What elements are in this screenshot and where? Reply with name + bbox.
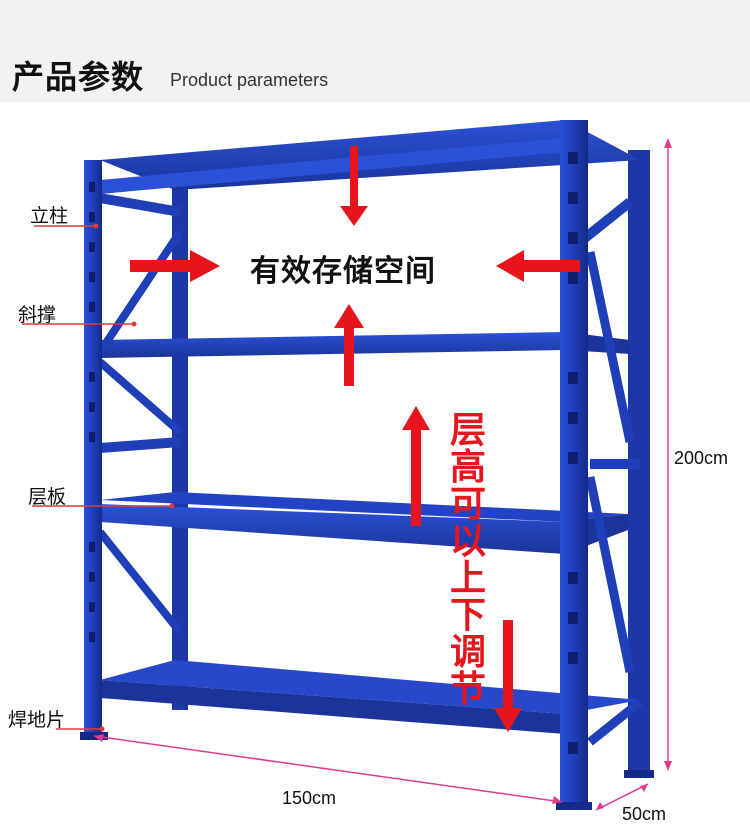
front-right-upright	[560, 120, 588, 810]
arrow-down-adjust	[494, 620, 522, 732]
left-brace	[96, 229, 184, 355]
width-dimension-label: 150cm	[282, 788, 337, 808]
arrow-down-top	[340, 146, 368, 226]
label-brace: 斜撑	[18, 304, 57, 326]
label-footplate: 焊地片	[8, 709, 66, 731]
shelving-rack-illustration	[22, 120, 672, 811]
adjustable-height-text: 层 高 可 以 上 下 调 节	[449, 410, 486, 710]
arrow-right-left	[130, 250, 220, 282]
width-dimension-line	[93, 735, 563, 803]
middle-shelf-lower	[100, 504, 565, 554]
arrow-left-right	[496, 250, 580, 282]
page-subtitle: Product parameters	[170, 70, 329, 90]
front-left-upright	[84, 160, 102, 740]
label-shelf: 层板	[28, 486, 67, 508]
height-dimension-label: 200cm	[674, 448, 729, 468]
arrow-up-middle	[334, 304, 364, 386]
label-upright: 立柱	[30, 205, 69, 227]
effective-storage-text: 有效存储空间	[250, 254, 436, 289]
middle-shelf-upper	[100, 332, 565, 358]
page-title: 产品参数	[12, 58, 145, 96]
header-bar: 产品参数 Product parameters	[0, 0, 750, 102]
depth-dimension-line	[595, 783, 649, 811]
depth-dimension-label: 50cm	[622, 804, 667, 824]
arrow-up-adjust	[402, 406, 430, 526]
